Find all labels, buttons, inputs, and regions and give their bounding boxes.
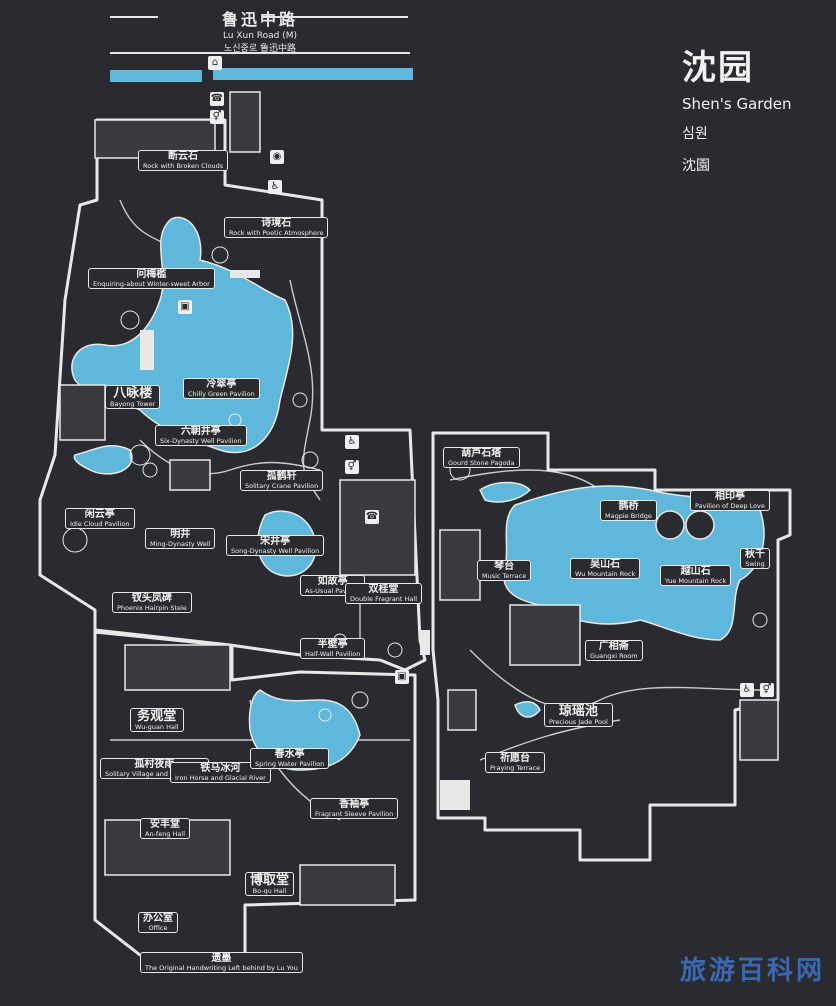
east-pond-north xyxy=(479,481,532,503)
gift-shop-icon: ▣ xyxy=(178,300,192,314)
road-line-left xyxy=(110,16,158,18)
restroom-icon-2: ⚥ xyxy=(345,460,359,474)
road-name-ko: 노신중로 鲁迅中路 xyxy=(224,44,296,54)
restroom-icon-3: ⚥ xyxy=(760,683,774,697)
road-bar-right xyxy=(213,68,413,80)
accessible-icon-2: ♿ xyxy=(345,435,359,449)
road-name-zh: 鲁迅中路 xyxy=(221,10,298,29)
garden-title: 沈园 Shen's Garden 심원 沈園 xyxy=(682,40,791,175)
accessible-icon-3: ♿ xyxy=(740,683,754,697)
camera-icon: ◉ xyxy=(270,150,284,164)
accessible-icon: ♿ xyxy=(268,180,282,194)
garden-name-tw: 沈園 xyxy=(682,158,710,174)
road-line-right xyxy=(262,16,408,18)
restroom-icon: ⚥ xyxy=(210,110,224,124)
jade-pool xyxy=(514,700,541,718)
road-title: 鲁迅中路 Lu Xun Road (M) 노신중로 鲁迅中路 xyxy=(110,6,410,54)
road-line-lower xyxy=(110,52,410,54)
phone-icon: ☎ xyxy=(210,92,224,106)
garden-name-en: Shen's Garden xyxy=(682,95,792,113)
phone-icon-2: ☎ xyxy=(365,510,379,524)
west-pond xyxy=(73,445,133,475)
garden-name-zh: 沈园 xyxy=(682,48,754,88)
road-name-en: Lu Xun Road (M) xyxy=(222,31,298,41)
road-bar-left xyxy=(110,70,202,82)
entrance-icon: ⌂ xyxy=(208,56,222,70)
gift-shop-icon-2: ▣ xyxy=(395,670,409,684)
garden-name-ko: 심원 xyxy=(682,126,708,142)
watermark-text: 旅游百科网 xyxy=(680,956,826,986)
